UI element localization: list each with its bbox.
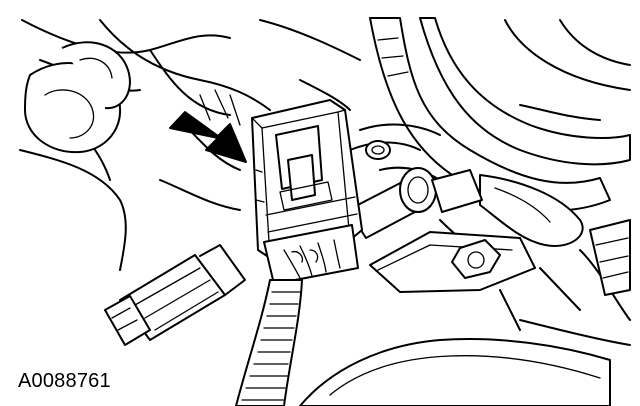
left-hose-loops	[24, 41, 131, 154]
mounting-bracket	[369, 231, 581, 331]
wiring-conduit	[235, 279, 303, 406]
figure-id-label: A0088761	[18, 370, 111, 392]
callout-arrow-icon	[169, 111, 247, 163]
upper-right-harness	[369, 17, 631, 247]
round-fitting	[365, 140, 391, 160]
middle-background-lines	[349, 104, 601, 181]
lower-hose	[299, 219, 631, 406]
left-small-connector	[104, 244, 246, 346]
main-connector	[251, 99, 363, 285]
